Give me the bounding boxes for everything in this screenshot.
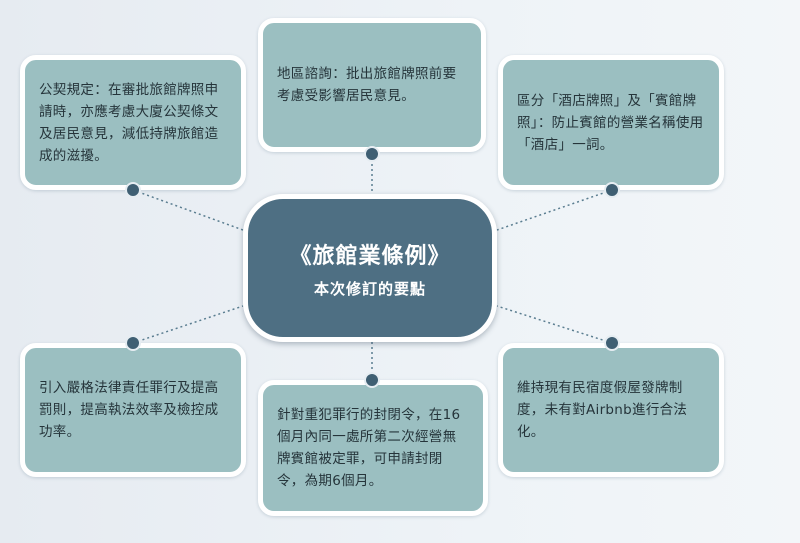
center-title: 《旅館業條例》	[289, 243, 451, 269]
point-text-deed: 公契規定：在審批旅館牌照申請時，亦應考慮大廈公契條文及居民意見，減低持牌旅館造成…	[39, 81, 219, 164]
point-text-closure: 針對重犯罪行的封閉令，在16個月內同一處所第二次經營無牌賓館被定罪，可申請封閉令…	[277, 407, 461, 489]
connector-hotel	[496, 189, 613, 231]
point-text-airbnb: 維持現有民宿度假屋發牌制度，未有對Airbnb進行合法化。	[517, 380, 688, 440]
center-topic-box: 《旅館業條例》 本次修訂的要點	[243, 194, 497, 342]
connector-dot-penalty	[125, 335, 141, 351]
connector-deed	[132, 189, 244, 231]
connector-dot-hotel	[604, 182, 620, 198]
connector-dot-consult	[364, 146, 380, 162]
connector-dot-closure	[364, 372, 380, 388]
point-card-closure: 針對重犯罪行的封閉令，在16個月內同一處所第二次經營無牌賓館被定罪，可申請封閉令…	[258, 380, 488, 516]
point-card-airbnb: 維持現有民宿度假屋發牌制度，未有對Airbnb進行合法化。	[498, 343, 724, 477]
center-subtitle: 本次修訂的要點	[313, 279, 426, 298]
point-text-hotel: 區分「酒店牌照」及「賓館牌照」：防止賓館的營業名稱使用「酒店」一詞。	[517, 92, 704, 153]
point-card-deed: 公契規定：在審批旅館牌照申請時，亦應考慮大廈公契條文及居民意見，減低持牌旅館造成…	[20, 55, 246, 190]
point-card-consult: 地區諮詢：批出旅館牌照前要考慮受影響居民意見。	[258, 18, 486, 152]
connector-dot-airbnb	[604, 335, 620, 351]
point-card-penalty: 引入嚴格法律責任罪行及提高罰則，提高執法效率及檢控成功率。	[20, 343, 246, 477]
connector-penalty	[132, 305, 244, 344]
point-text-penalty: 引入嚴格法律責任罪行及提高罰則，提高執法效率及檢控成功率。	[39, 380, 219, 440]
connector-dot-deed	[125, 182, 141, 198]
point-card-hotel: 區分「酒店牌照」及「賓館牌照」：防止賓館的營業名稱使用「酒店」一詞。	[498, 55, 724, 190]
connector-airbnb	[496, 305, 613, 344]
point-text-consult: 地區諮詢：批出旅館牌照前要考慮受影響居民意見。	[277, 66, 457, 104]
